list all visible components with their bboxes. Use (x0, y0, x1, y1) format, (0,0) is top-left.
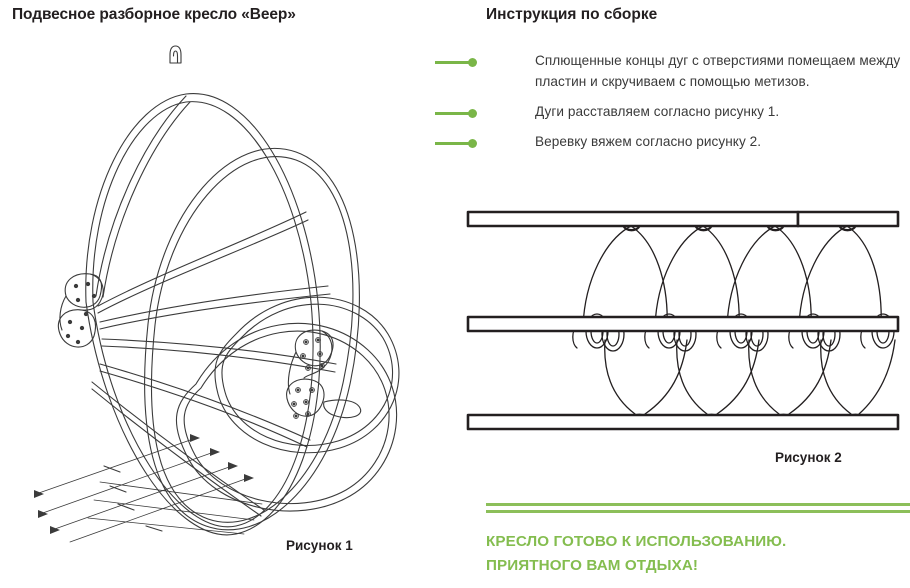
assembly-step-2: Дуги расставляем согласно рисунку 1. (435, 101, 910, 122)
figure-2-rope-diagram (455, 200, 910, 445)
assembly-step-3-text: Веревку вяжем согласно рисунку 2. (535, 134, 762, 149)
closing-message: КРЕСЛО ГОТОВО К ИСПОЛЬЗОВАНИЮ. ПРИЯТНОГО… (486, 530, 910, 578)
closing-message-line-2: ПРИЯТНОГО ВАМ ОТДЫХА! (486, 557, 699, 574)
figure-2-middle-bar (466, 315, 900, 333)
right-column: Инструкция по сборке Сплющенные концы ду… (435, 0, 910, 588)
green-divider-bottom (486, 510, 910, 513)
green-divider-top (486, 503, 910, 506)
assembly-step-1: Сплющенные концы дуг с отверстиями помещ… (435, 50, 910, 92)
figure-1-chair-drawing (0, 34, 455, 544)
assembly-step-1-text: Сплющенные концы дуг с отверстиями помещ… (535, 53, 901, 89)
bullet-marker-icon (435, 109, 487, 118)
page-title-right: Инструкция по сборке (486, 6, 658, 23)
figure-2-bottom-bar (466, 413, 900, 431)
bullet-marker-icon (435, 58, 487, 67)
closing-message-line-1: КРЕСЛО ГОТОВО К ИСПОЛЬЗОВАНИЮ. (486, 533, 787, 550)
figure-2-top-bar (466, 210, 800, 228)
figure-1-caption: Рисунок 1 (286, 538, 353, 553)
assembly-steps-list: Сплющенные концы дуг с отверстиями помещ… (435, 50, 910, 161)
figure-2-caption: Рисунок 2 (775, 450, 842, 465)
assembly-step-3: Веревку вяжем согласно рисунку 2. (435, 131, 910, 152)
left-column: Подвесное разборное кресло «Веер» (0, 6, 455, 553)
assembly-step-2-text: Дуги расставляем согласно рисунку 1. (535, 104, 780, 119)
page-title-left: Подвесное разборное кресло «Веер» (12, 6, 296, 23)
bullet-marker-icon (435, 139, 487, 148)
